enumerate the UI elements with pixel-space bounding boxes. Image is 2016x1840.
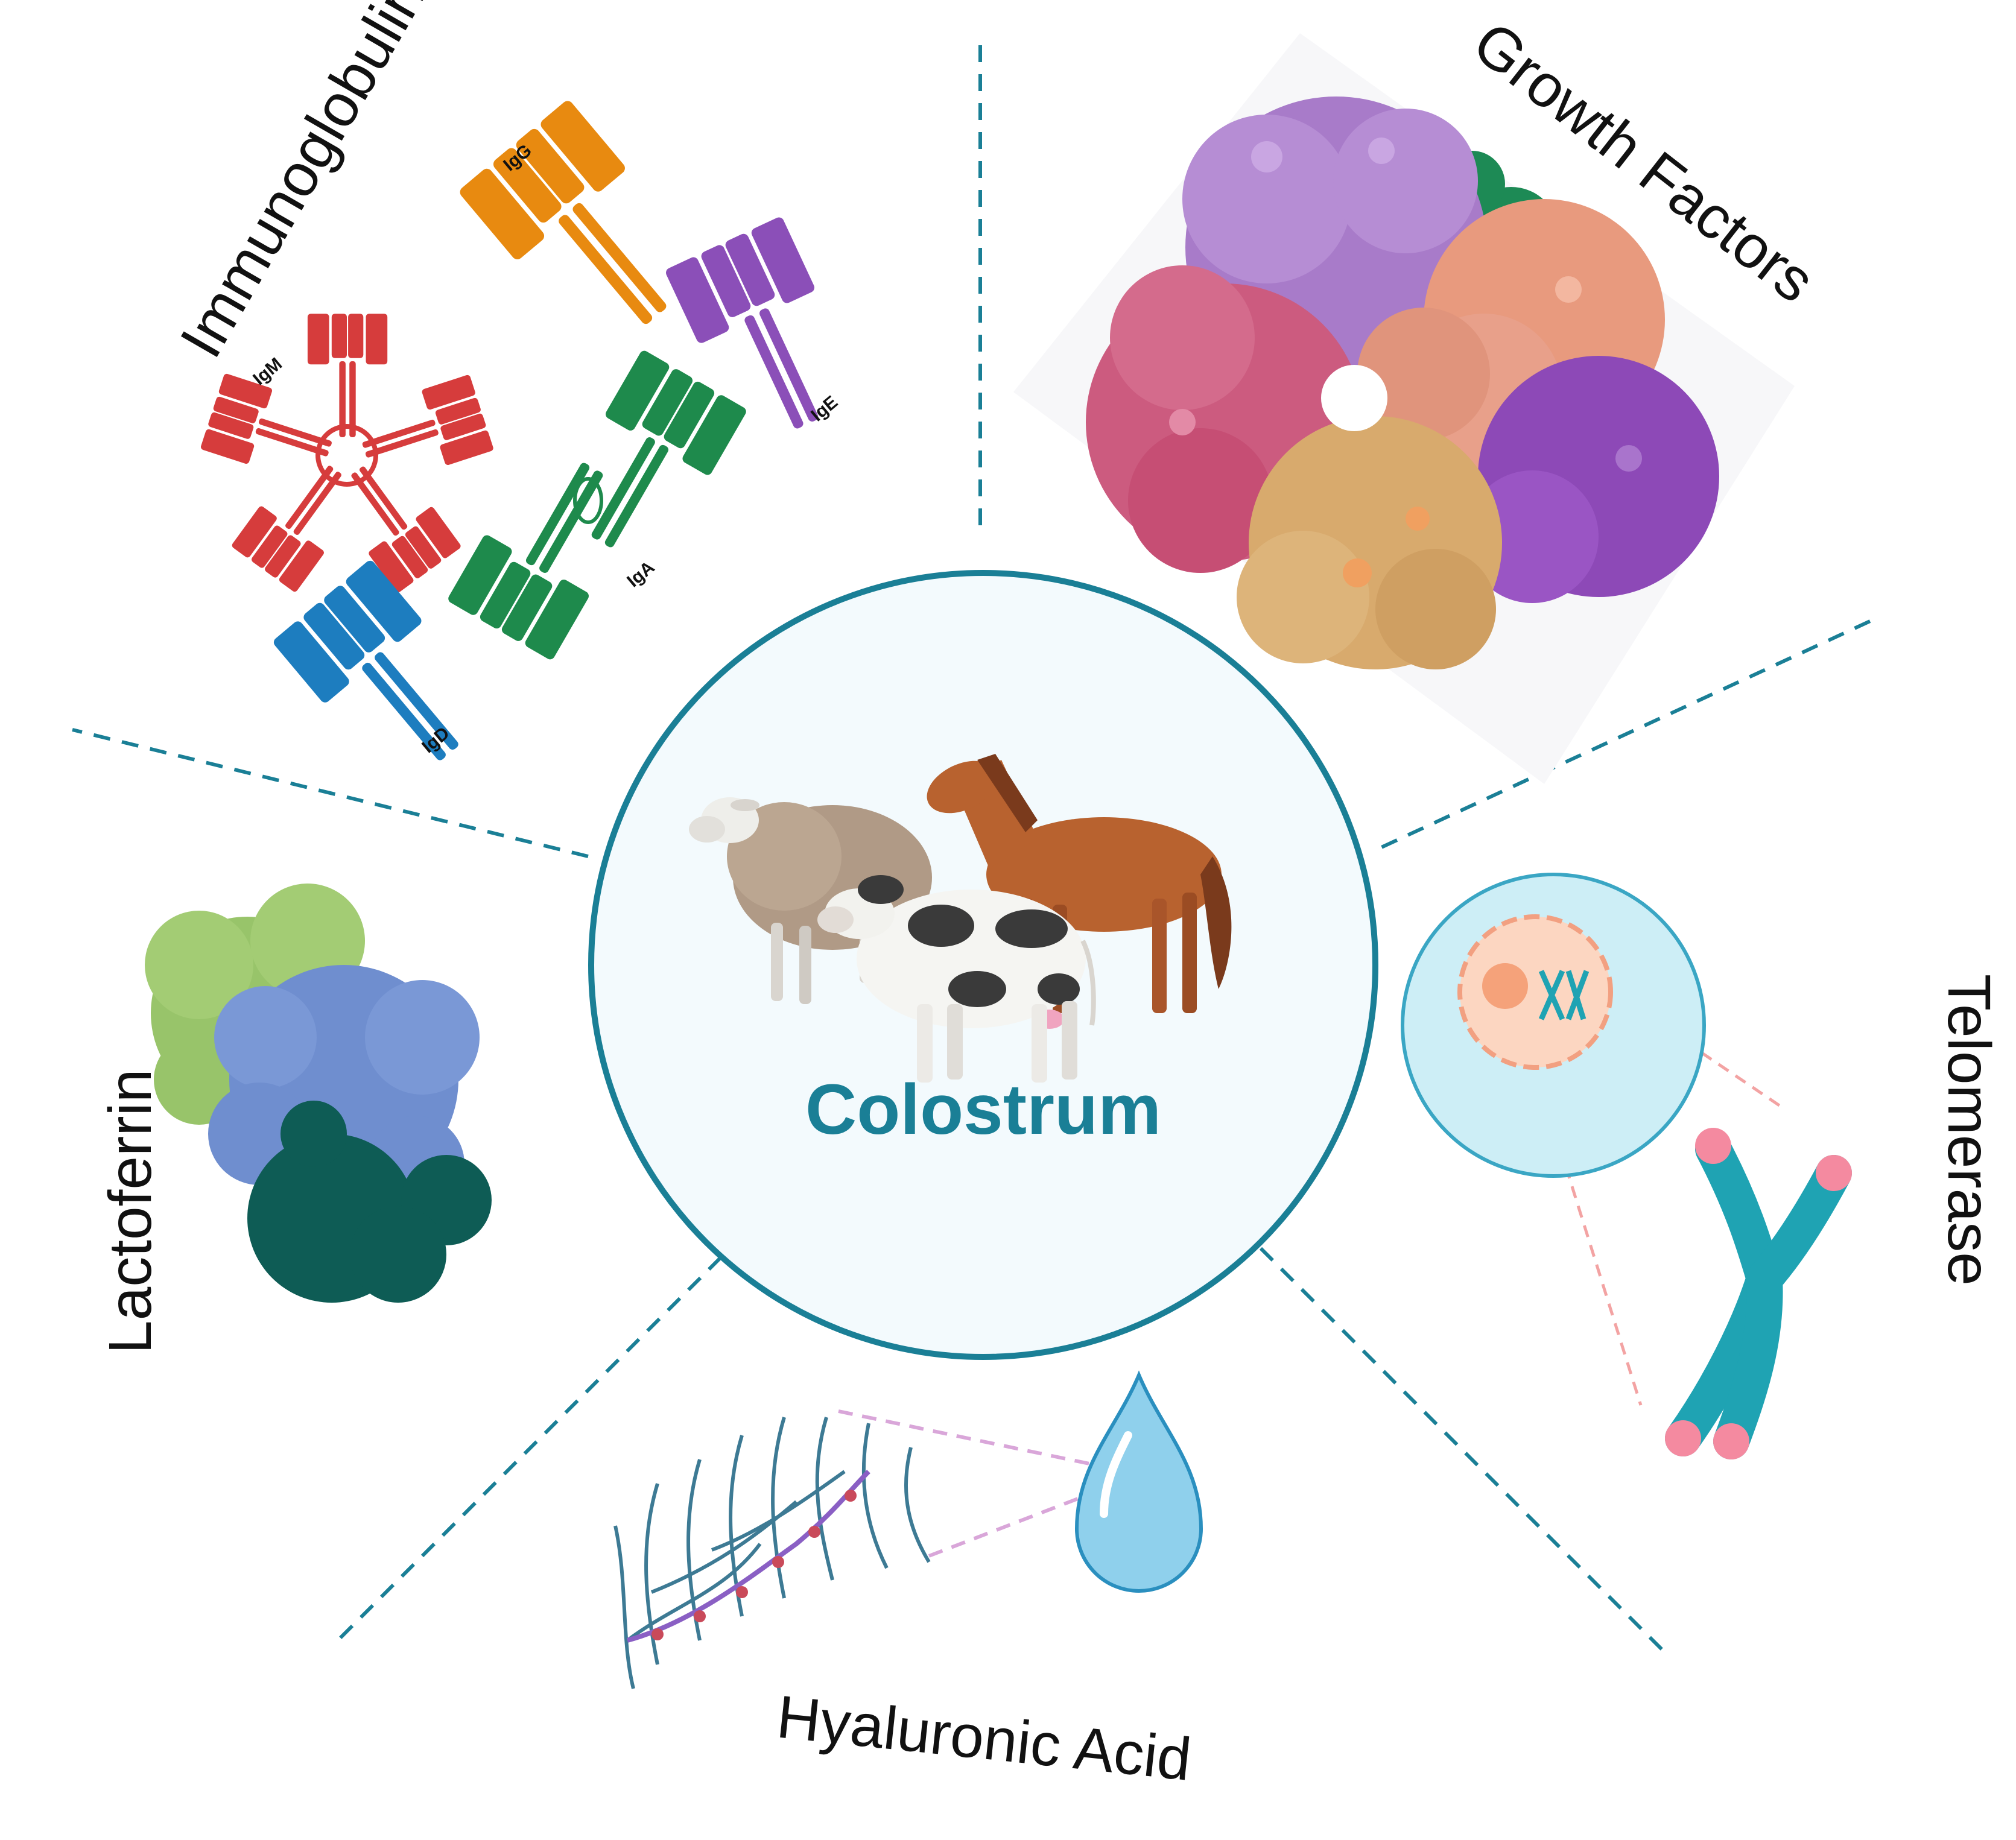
polymer-beads [651, 1490, 857, 1640]
drop-connector-bottom [928, 1494, 1087, 1558]
nucleus-icon [1457, 914, 1613, 1070]
igm-antibody-icon [200, 314, 495, 594]
chromosome-icon [1665, 1128, 1852, 1459]
hyaluronic-acid-section: Hyaluronic Acid [613, 1370, 1203, 1794]
telomerase-label: Telomerase [1935, 974, 2003, 1286]
zoom-line-top [1615, 993, 1787, 1111]
drop-connector-top [838, 1409, 1098, 1467]
divider-lower-left [336, 1256, 723, 1642]
divider-lines [72, 45, 1871, 1654]
lactoferrin-section: Lactoferrin [97, 884, 492, 1354]
zoom-line-bottom [1539, 1088, 1643, 1406]
iga-label: IgA [623, 557, 658, 591]
hyaluronic-acid-label: Hyaluronic Acid [774, 1683, 1194, 1793]
telomerase-section: Telomerase [1401, 873, 2003, 1459]
divider-upper-left [72, 728, 589, 858]
water-drop-highlight [1100, 1431, 1132, 1518]
cow-icon [817, 875, 1096, 1083]
divider-upper-right [1380, 619, 1871, 849]
small-chromosome-icon [1538, 970, 1590, 1020]
colostrum-center: Colostrum [588, 570, 1378, 1360]
iga-antibody-icon [446, 349, 748, 662]
immunoglobulins-label: Immunoglobulins [167, 0, 454, 368]
divider-lower-right [1259, 1247, 1667, 1654]
colostrum-label: Colostrum [805, 1070, 1161, 1149]
growth-factors-section: Growth Factors [1013, 8, 1827, 784]
water-drop-icon [1074, 1370, 1203, 1593]
igg-antibody-icon [457, 98, 712, 363]
lactoferrin-protein-icon [145, 884, 492, 1303]
nucleolus-icon [1482, 963, 1528, 1009]
hyaluronic-polymer-icon [613, 1417, 931, 1689]
lactoferrin-label: Lactoferrin [97, 1069, 164, 1354]
growth-factor-protein-icon [1086, 96, 1719, 669]
